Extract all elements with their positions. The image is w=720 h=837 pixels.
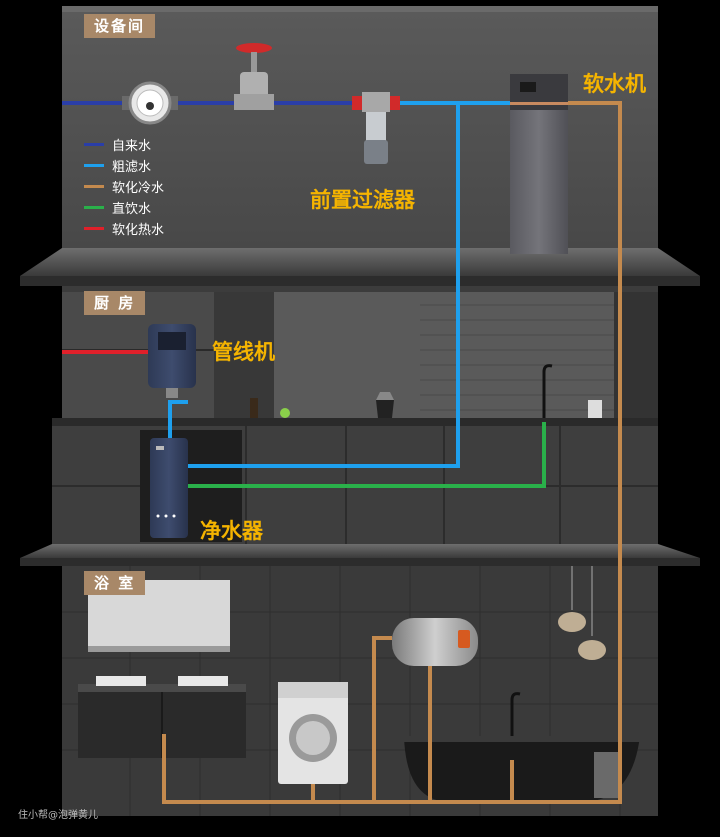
legend-item: 软化冷水 <box>84 176 164 197</box>
legend-label: 软化冷水 <box>112 181 165 196</box>
legend-swatch <box>84 143 104 146</box>
pipe-softened-cold <box>162 101 622 804</box>
label-pipeline-machine: 管线机 <box>212 340 275 364</box>
watermark: 住小帮@泡弹黄儿 <box>18 810 98 821</box>
legend-item: 粗滤水 <box>84 155 164 176</box>
legend-label: 自来水 <box>112 139 152 154</box>
label-softener: 软水机 <box>583 72 646 96</box>
legend-item: 自来水 <box>84 134 164 155</box>
legend-label: 软化热水 <box>112 223 165 238</box>
legend-swatch <box>84 185 104 188</box>
kitchen-room <box>20 286 700 566</box>
room-tag-equipment: 设备间 <box>84 14 156 38</box>
pipeline-machine-icon <box>148 324 196 398</box>
legend-label: 粗滤水 <box>112 160 152 175</box>
label-prefilter: 前置过滤器 <box>310 188 415 212</box>
purifier-unit-icon <box>150 438 188 538</box>
water-meter-icon <box>122 81 178 125</box>
room-tag-kitchen: 厨 房 <box>84 291 146 315</box>
legend-swatch <box>84 164 104 167</box>
pipe-coarse-filtered <box>168 101 512 468</box>
softener-unit-icon <box>510 74 568 254</box>
room-tag-bathroom: 浴 室 <box>84 571 146 595</box>
pipe-direct-drinking <box>188 422 546 488</box>
label-purifier: 净水器 <box>200 519 263 543</box>
legend-swatch <box>84 227 104 230</box>
legend-label: 直饮水 <box>112 202 152 217</box>
legend-item: 直饮水 <box>84 197 164 218</box>
prefilter-unit-icon <box>352 92 400 164</box>
gate-valve-icon <box>234 43 274 110</box>
legend: 自来水粗滤水软化冷水直饮水软化热水 <box>84 134 164 239</box>
bathroom-room <box>20 566 700 837</box>
legend-item: 软化热水 <box>84 218 164 239</box>
legend-swatch <box>84 206 104 209</box>
